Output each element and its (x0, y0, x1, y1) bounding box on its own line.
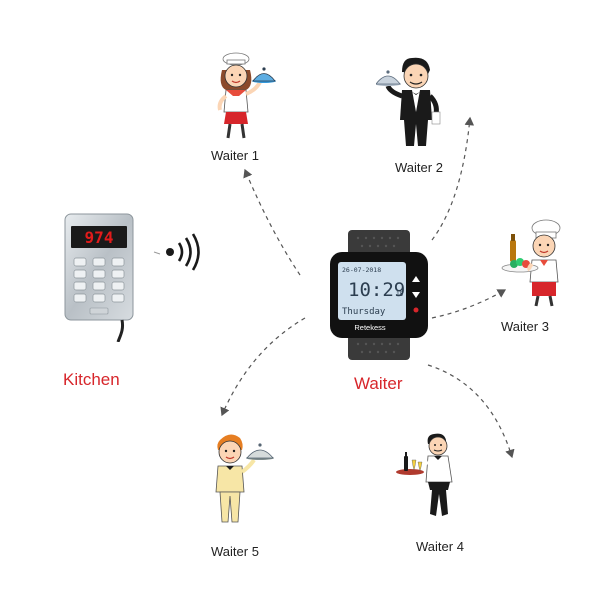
waiter-2-label: Waiter 2 (395, 160, 443, 175)
watch-brand-logo: Retekess (354, 323, 386, 332)
watch-side-buttons (412, 276, 420, 313)
wireless-signal-icon (153, 233, 200, 271)
arrow-to-waiter-4 (427, 364, 515, 459)
waiter-4-illustration (396, 433, 453, 516)
watch-time: 10:29 (348, 279, 405, 301)
arrow-to-waiter-2 (431, 116, 475, 241)
waiter-1-label: Waiter 1 (211, 148, 259, 163)
waiter-center-label: Waiter (354, 374, 403, 393)
keypad-buttons (73, 257, 125, 303)
wrist-watch-pager: 26-07-2018 10:29 15 Thursday Retekess (330, 230, 428, 360)
waiter-5-label: Waiter 5 (211, 544, 259, 559)
waiter-3-illustration (501, 219, 561, 307)
kitchen-keypad-transmitter: 974 (64, 213, 134, 342)
watch-date: 26-07-2018 (342, 266, 381, 274)
watch-seconds: 15 (396, 291, 404, 298)
waiter-1-illustration (217, 52, 276, 139)
keypad-display: 974 (85, 228, 114, 247)
waiter-4-label: Waiter 4 (416, 539, 464, 554)
watch-day: Thursday (342, 307, 386, 317)
kitchen-label: Kitchen (63, 370, 120, 389)
waiter-5-illustration (215, 434, 274, 523)
waiter-3-label: Waiter 3 (501, 319, 549, 334)
waiter-2-illustration (376, 57, 441, 146)
arrow-to-waiter-1 (243, 168, 301, 276)
arrow-to-waiter-3 (431, 289, 507, 319)
arrow-to-waiter-5 (220, 317, 306, 417)
